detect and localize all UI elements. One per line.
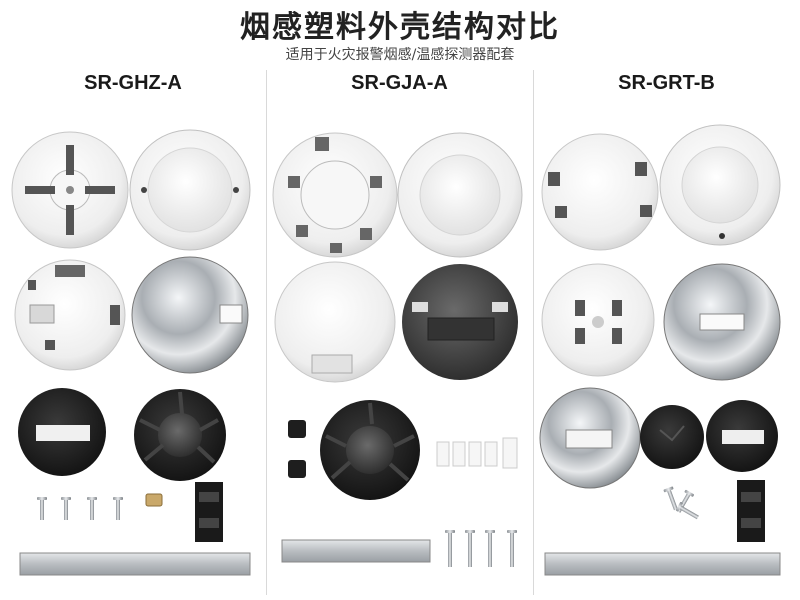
column-divider-2 — [533, 70, 534, 595]
column-title-gja-a: SR-GJA-A — [351, 72, 448, 94]
grt-b-parts — [539, 124, 781, 576]
column-title-ghz-a: SR-GHZ-A — [84, 72, 182, 94]
ghz-a-parts — [11, 129, 251, 576]
page-subtitle: 适用于火灾报警烟感/温感探测器配套 — [285, 47, 515, 63]
column-title-grt-b: SR-GRT-B — [618, 72, 715, 94]
page-title: 烟感塑料外壳结构对比 — [240, 10, 560, 45]
gja-a-parts — [272, 132, 523, 567]
column-divider-1 — [266, 70, 267, 595]
